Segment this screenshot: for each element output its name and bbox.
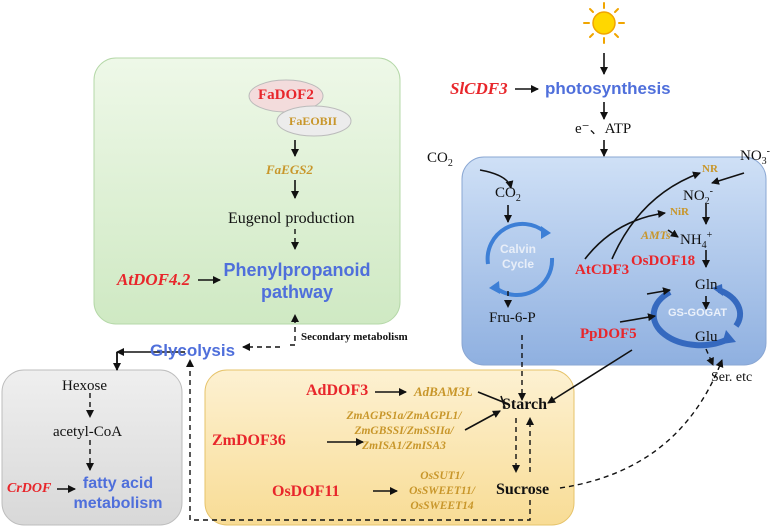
nr-enzyme: NR [702,163,718,175]
gs-gogat-label: GS-GOGAT [668,307,728,319]
slcdf3-gene: SlCDF3 [450,79,508,98]
co2-outer-label: CO2 [427,150,453,169]
amts-gene: AMTs [641,228,671,242]
carbohydrate-box [204,369,575,526]
gln-label: Gln [695,277,718,293]
glu-label: Glu [695,329,718,345]
osdof11-gene: OsDOF11 [272,483,340,500]
fru6p-label: Fru-6-P [489,310,536,326]
starch-label: Starch [502,396,548,413]
hexose-label: Hexose [62,378,107,394]
co2-inner-label: CO2 [495,185,521,204]
atdof42-gene: AtDOF4.2 [117,270,191,289]
lipid-box [1,369,183,526]
crdof-gene: CrDOF [7,481,52,496]
nir-enzyme: NiR [670,206,689,218]
faeobii-gene: FaEOBII [289,114,338,128]
electron-atp-label: e⁻、ATP [575,121,632,137]
faeobii-ellipse [276,105,352,137]
gs-gogat-icon [650,284,744,349]
calvin-cycle-icon [485,221,555,298]
chloroplast-box [461,156,767,366]
no2-label: NO2- [683,186,714,207]
glycolysis-label: Glycolysis [150,341,236,360]
faegs2-gene: FaEGS2 [266,162,313,177]
sun-icon [583,2,625,44]
atcdf3-gene: AtCDF3 [575,262,630,278]
no3-label: NO3- [740,146,771,167]
zmdof36-gene: ZmDOF36 [212,432,286,449]
osdof18-gene: OsDOF18 [631,253,696,269]
adbam3l-gene: AdBAM3L [414,384,473,399]
zm-target-genes: ZmAGPS1a/ZmAGPL1/ZmGBSSI/ZmSSIIa/ZmISA1/… [346,410,462,452]
eugenol-label: Eugenol production [228,210,355,227]
photosynthesis-label: photosynthesis [545,79,671,98]
nh4-label: NH4+ [680,230,713,251]
sucrose-label: Sucrose [496,481,550,498]
acetyl-coa-label: acetyl-CoA [53,424,123,440]
ppdof5-gene: PpDOF5 [580,326,637,342]
fadof2-gene: FaDOF2 [258,87,314,103]
os-target-genes: OsSUT1/OsSWEET11/OsSWEET14 [409,470,475,512]
secondary-metabolism-label: Secondary metabolism [301,331,408,343]
ser-label: Ser. etc [711,370,753,385]
addof3-gene: AdDOF3 [306,382,369,399]
